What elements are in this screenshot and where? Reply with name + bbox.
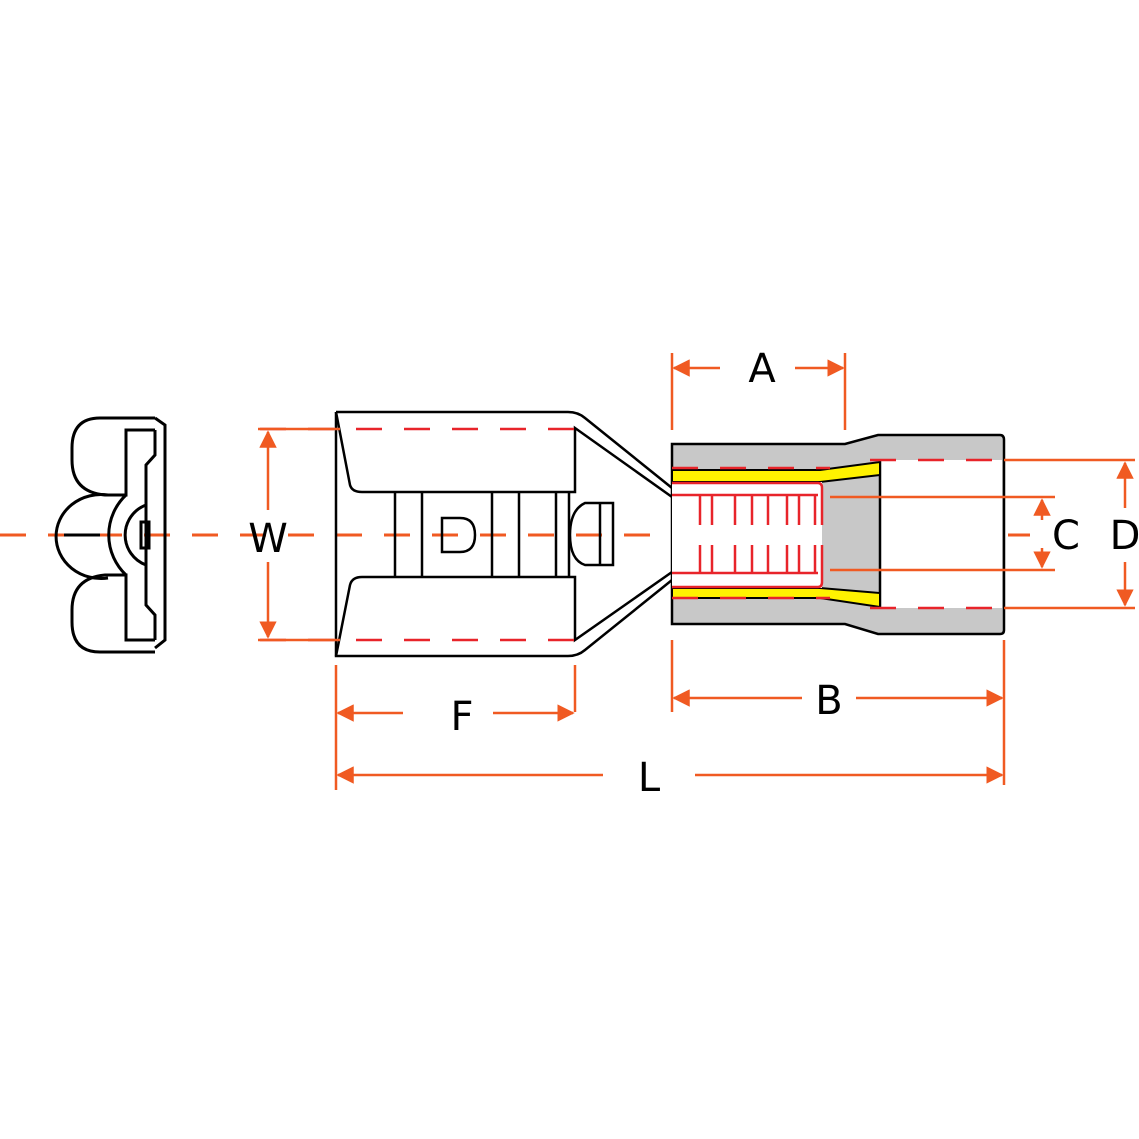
dimension-lines [258,353,1135,790]
dimension-label-w: W [248,516,288,562]
insulation-sleeve [670,433,1006,636]
end-view [54,416,167,654]
dimension-label-d: D [1110,513,1139,559]
dimension-label-f: F [450,694,473,740]
dimension-label-a: A [748,346,776,392]
dimension-label-l: L [638,755,661,801]
dimension-label-b: B [815,678,842,724]
terminal-body [334,410,673,658]
dimension-label-c: C [1052,513,1080,559]
